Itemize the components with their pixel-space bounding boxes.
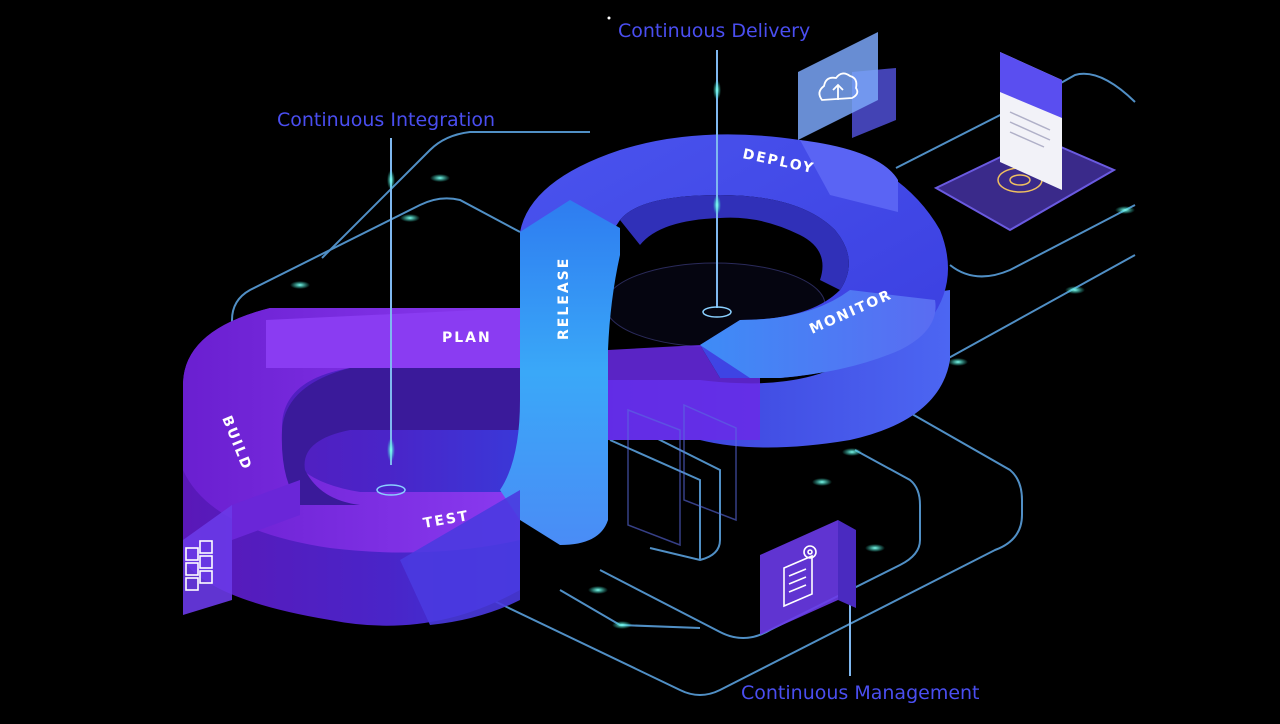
star-dot <box>608 17 611 20</box>
settings-document-card <box>760 520 856 635</box>
circuit-line <box>945 255 1135 360</box>
glow-node <box>865 544 885 552</box>
circuit-line <box>560 590 700 628</box>
glow-node <box>290 281 310 289</box>
glow-node <box>842 448 862 456</box>
glow-node <box>387 170 395 190</box>
circuit-line <box>950 205 1135 276</box>
glow-node <box>713 195 721 215</box>
glow-node <box>430 174 450 182</box>
glow-node <box>713 80 721 100</box>
continuous-delivery-label: Continuous Delivery <box>618 20 810 42</box>
settings-card-side <box>838 520 856 608</box>
glow-node <box>588 586 608 594</box>
glow-node <box>387 438 395 462</box>
stage-label-release: RELEASE <box>556 257 572 340</box>
circuit-line <box>610 440 700 560</box>
glow-node <box>948 358 968 366</box>
glow-node <box>1065 286 1085 294</box>
glow-node <box>612 621 632 629</box>
tablet-target-card <box>936 52 1114 230</box>
glow-node <box>812 478 832 486</box>
continuous-integration-label: Continuous Integration <box>277 109 495 131</box>
glow-node <box>400 214 420 222</box>
glow-node <box>1115 206 1135 214</box>
cloud-upload-card <box>798 32 896 140</box>
settings-card-front <box>760 520 838 635</box>
stage-label-plan: PLAN <box>442 330 492 346</box>
continuous-management-label: Continuous Management <box>741 682 980 704</box>
